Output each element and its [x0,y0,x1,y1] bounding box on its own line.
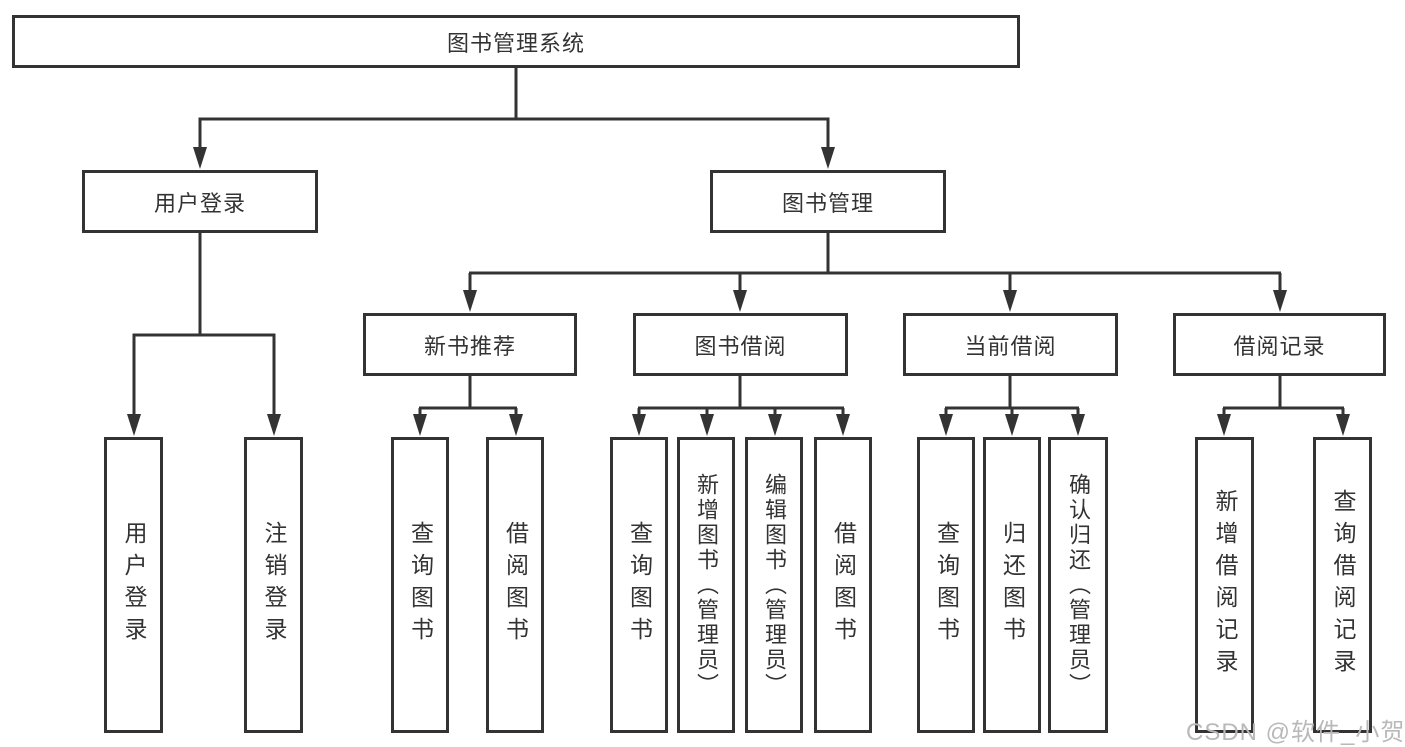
leaf-user-login: 用户登录 [104,437,163,733]
leaf-recommend-query-books-label: 查询图书 [407,521,434,649]
leaf-user-login-label: 用户登录 [121,521,147,649]
leaf-current-confirm-return-admin-label: 确认归还（管理员） [1066,472,1091,698]
leaf-borrow-edit-books-admin-label: 编辑图书（管理员） [762,472,787,698]
node-current-borrow-label: 当前借阅 [964,333,1057,359]
leaf-records-query-record: 查询借阅记录 [1313,437,1372,733]
leaf-borrow-query-books-label: 查询图书 [626,521,653,649]
node-library-system-label: 图书管理系统 [446,30,585,56]
leaf-borrow-borrow-books-label: 借阅图书 [830,521,857,649]
leaf-recommend-borrow-books-label: 借阅图书 [502,521,529,649]
leaf-logout-label: 注销登录 [261,521,287,649]
node-current-borrow: 当前借阅 [903,313,1118,376]
leaf-records-add-record: 新增借阅记录 [1195,437,1254,733]
node-book-management-label: 图书管理 [781,190,874,216]
leaf-records-query-record-label: 查询借阅记录 [1330,489,1356,681]
leaf-current-return-books-label: 归还图书 [999,521,1026,649]
node-library-system: 图书管理系统 [12,15,1020,68]
node-user-login-label: 用户登录 [153,190,246,216]
leaf-borrow-borrow-books: 借阅图书 [814,437,872,733]
leaf-current-confirm-return-admin: 确认归还（管理员） [1048,437,1108,733]
leaf-borrow-add-books-admin-label: 新增图书（管理员） [694,472,719,698]
leaf-logout: 注销登录 [244,437,303,733]
node-book-borrow: 图书借阅 [633,313,848,376]
leaf-borrow-edit-books-admin: 编辑图书（管理员） [745,437,803,733]
node-user-login: 用户登录 [82,170,318,233]
leaf-current-return-books: 归还图书 [983,437,1041,733]
leaf-borrow-query-books: 查询图书 [610,437,668,733]
watermark: CSDN @软件_小贺同学 [1186,719,1405,746]
node-new-book-recommend-label: 新书推荐 [423,333,516,359]
node-book-borrow-label: 图书借阅 [694,333,787,359]
leaf-current-query-books-label: 查询图书 [933,521,960,649]
leaf-recommend-borrow-books: 借阅图书 [486,437,544,733]
leaf-current-query-books: 查询图书 [917,437,975,733]
node-book-management: 图书管理 [710,170,946,233]
leaf-recommend-query-books: 查询图书 [391,437,449,733]
node-borrow-records: 借阅记录 [1173,313,1386,376]
leaf-records-add-record-label: 新增借阅记录 [1212,489,1238,681]
node-borrow-records-label: 借阅记录 [1233,333,1326,359]
node-new-book-recommend: 新书推荐 [363,313,577,376]
leaf-borrow-add-books-admin: 新增图书（管理员） [677,437,735,733]
